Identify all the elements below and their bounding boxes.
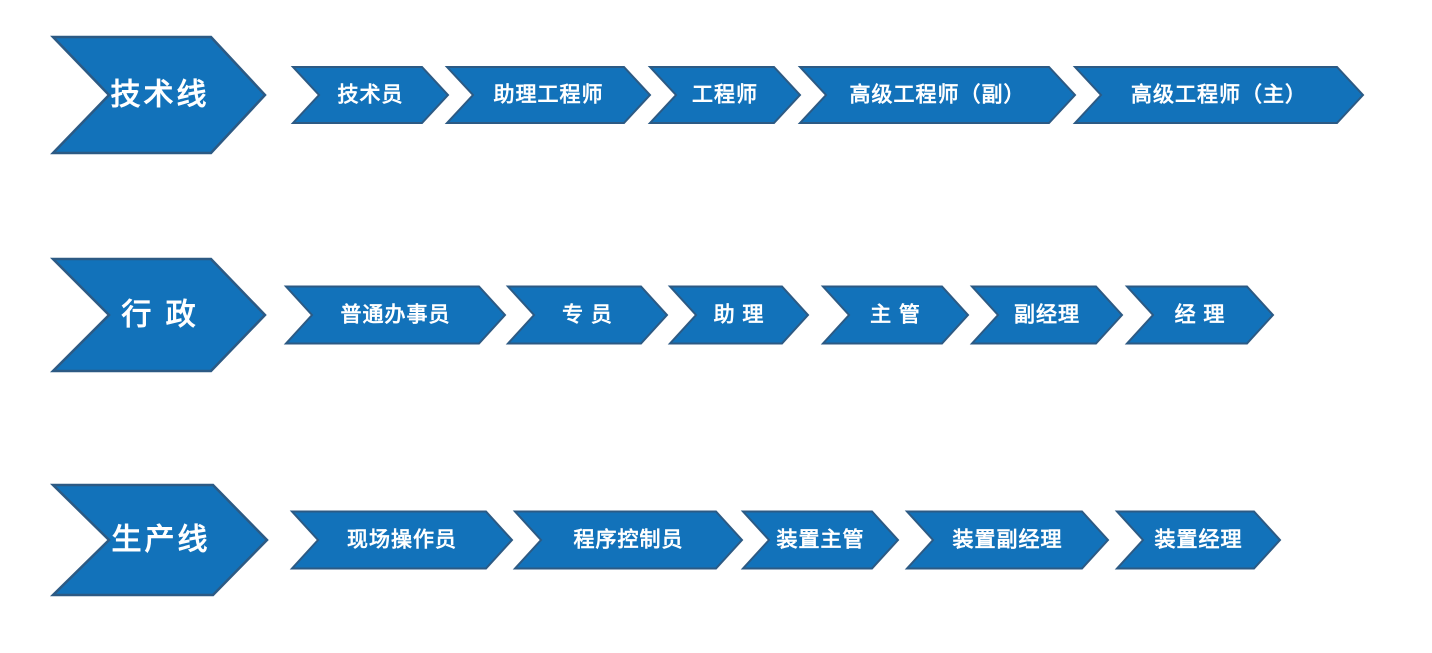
stage-chevron-2-2-shape: [740, 510, 900, 570]
stage-chevron-2-3-label: 装置副经理: [953, 528, 1063, 552]
stage-chevron-1-1-label: 专 员: [562, 303, 613, 327]
stage-chevron-0-4-shape: [1072, 66, 1365, 124]
stage-chevron-1-3-shape: [820, 285, 970, 345]
stage-chevron-1-0-label: 普通办事员: [341, 303, 451, 327]
track-chevron-2-label: 生产线: [112, 524, 211, 557]
track-row-0: 技术线 技术员 助理工程师 工程师 高级工程师（副） 高级工程师（主）: [50, 35, 1365, 155]
track-row-1: 行 政 普通办事员 专 员 助 理 主 管 副经理 经 理: [49, 257, 1275, 373]
track-chevron-2-shape: [49, 483, 269, 597]
stage-chevron-1-1-shape: [505, 285, 669, 345]
stage-chevron-1-5-label: 经 理: [1175, 303, 1226, 327]
track-chevron-0-label: 技术线: [111, 79, 210, 112]
track-chevron-1-label: 行 政: [120, 299, 198, 332]
track-chevron-1-shape: [49, 257, 267, 373]
stage-chevron-2-4-shape: [1114, 510, 1282, 570]
stage-chevron-0-0-shape: [290, 66, 450, 124]
stage-chevron-1-2-label: 助 理: [714, 304, 765, 327]
stage-chevron-2-3-shape: [904, 510, 1110, 570]
stage-chevron-0-1-shape: [444, 66, 652, 124]
stage-chevron-1-5-shape: [1124, 285, 1275, 345]
stage-chevron-1-3-label: 主 管: [870, 303, 921, 327]
stage-chevron-0-3-label: 高级工程师（副）: [850, 83, 1026, 107]
stage-chevron-2-1-shape: [512, 510, 744, 570]
stage-chevron-0-2-shape: [647, 66, 802, 124]
stage-chevron-0-1-label: 助理工程师: [494, 84, 604, 107]
stage-chevron-2-0-shape: [289, 510, 514, 570]
stage-chevron-2-0-label: 现场操作员: [347, 528, 457, 552]
stage-chevron-1-2-shape: [667, 285, 810, 345]
stage-chevron-0-4-label: 高级工程师（主）: [1131, 83, 1307, 107]
stage-chevron-0-0-label: 技术员: [338, 84, 404, 107]
stage-chevron-2-2-label: 装置主管: [777, 528, 865, 552]
stage-chevron-1-0-shape: [283, 285, 507, 345]
stage-chevron-2-1-label: 程序控制员: [574, 528, 684, 552]
stage-chevron-0-2-label: 工程师: [692, 84, 758, 107]
stage-chevron-2-4-label: 装置经理: [1155, 528, 1243, 552]
stage-chevron-0-3-shape: [797, 66, 1077, 124]
track-chevron-0-shape: [50, 35, 267, 155]
track-row-2: 生产线 现场操作员 程序控制员 装置主管 装置副经理 装置经理: [49, 483, 1282, 597]
stage-chevron-1-4-label: 副经理: [1014, 303, 1080, 327]
stage-chevron-1-4-shape: [969, 285, 1124, 345]
